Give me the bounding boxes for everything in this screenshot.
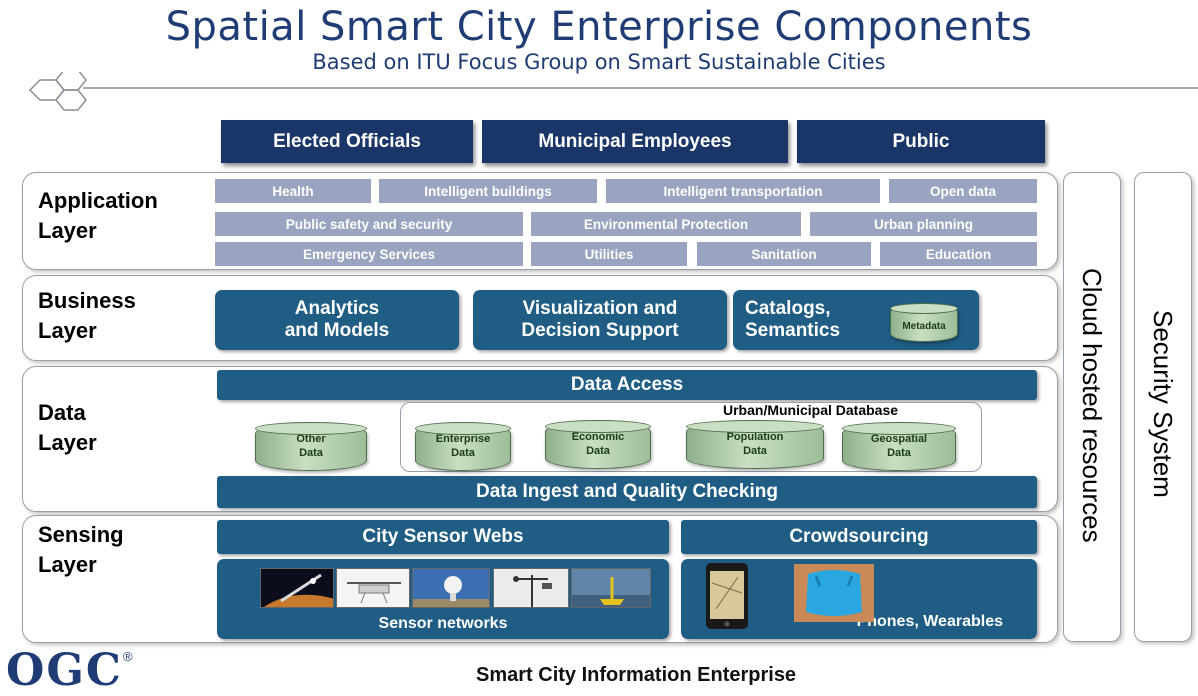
data-label-line-1: Data xyxy=(38,400,86,425)
data-layer-label: Data Layer xyxy=(38,398,97,458)
wearable-device-photo-icon xyxy=(794,564,874,622)
other-data-line-2: Data xyxy=(299,447,323,459)
data-access-bar: Data Access xyxy=(217,370,1037,400)
population-data-line-1: Population xyxy=(726,431,784,443)
enterprise-data-line-2: Data xyxy=(451,447,475,459)
catalogs-line-1: Catalogs, xyxy=(745,298,831,319)
catalogs-line-2: Semantics xyxy=(745,320,841,341)
app-open-data: Open data xyxy=(889,179,1037,203)
data-label-line-2: Layer xyxy=(38,430,97,455)
city-sensor-webs-bar: City Sensor Webs xyxy=(217,520,669,554)
sensor-networks-label: Sensor networks xyxy=(378,615,508,632)
sensing-label-line-1: Sensing xyxy=(38,522,124,547)
application-layer-label: Application Layer xyxy=(38,186,158,246)
visualization-line-1: Visualization and xyxy=(522,298,678,319)
other-data-cylinder-cap xyxy=(255,422,367,435)
business-label-line-1: Business xyxy=(38,288,136,313)
sensing-label-line-2: Layer xyxy=(38,552,97,577)
enterprise-data-line-1: Enterprise xyxy=(435,433,491,445)
weather-radar-photo-icon xyxy=(412,568,490,608)
phones-wearables-label: Phones, Wearables xyxy=(856,613,1003,630)
business-layer-label: Business Layer xyxy=(38,286,136,346)
analytics-and-models: Analytics and Models xyxy=(215,290,459,350)
stakeholder-municipal-employees: Municipal Employees xyxy=(482,120,788,163)
visualization-line-2: Decision Support xyxy=(521,320,679,341)
app-utilities: Utilities xyxy=(531,242,687,266)
page-subtitle: Based on ITU Focus Group on Smart Sustai… xyxy=(312,50,886,74)
app-sanitation: Sanitation xyxy=(697,242,871,266)
satellite-photo-icon xyxy=(260,568,334,608)
economic-data-line-1: Economic xyxy=(571,431,625,443)
urban-municipal-database-label: Urban/Municipal Database xyxy=(723,402,899,418)
visualization-decision-support: Visualization and Decision Support xyxy=(473,290,727,350)
page-title: Spatial Smart City Enterprise Components xyxy=(165,4,1033,50)
cloud-hosted-resources-box xyxy=(1063,172,1121,642)
economic-data-line-2: Data xyxy=(586,445,610,457)
data-ingest-bar: Data Ingest and Quality Checking xyxy=(217,476,1037,508)
analytics-line-1: Analytics xyxy=(294,298,380,319)
economic-data-cylinder-cap xyxy=(545,420,651,433)
geospatial-data-line-2: Data xyxy=(887,447,911,459)
smartphone-photo-icon xyxy=(706,563,748,629)
hexagon-divider-icon xyxy=(28,72,1198,111)
business-label-line-2: Layer xyxy=(38,318,97,343)
ogc-logo-text: OGC xyxy=(6,645,123,696)
geospatial-data-cylinder-cap xyxy=(842,422,956,435)
population-data-line-2: Data xyxy=(743,445,767,457)
app-education: Education xyxy=(880,242,1037,266)
geospatial-data-line-1: Geospatial xyxy=(870,433,928,445)
crowdsourcing-bar: Crowdsourcing xyxy=(681,520,1037,554)
ogc-registered-mark: ® xyxy=(122,649,133,664)
security-system-box xyxy=(1134,172,1192,642)
analytics-line-2: and Models xyxy=(284,320,390,341)
buoy-photo-icon xyxy=(571,568,651,608)
app-emergency-services: Emergency Services xyxy=(215,242,523,266)
app-environmental-protection: Environmental Protection xyxy=(531,212,801,236)
footer-caption: Smart City Information Enterprise xyxy=(476,664,797,686)
stakeholder-elected-officials: Elected Officials xyxy=(221,120,473,163)
drone-photo-icon xyxy=(336,568,410,608)
application-label-line-1: Application xyxy=(38,188,158,213)
stakeholder-public: Public xyxy=(797,120,1045,163)
app-health: Health xyxy=(215,179,371,203)
security-system-label: Security System xyxy=(1148,310,1178,498)
sensing-layer-label: Sensing Layer xyxy=(38,520,124,580)
app-urban-planning: Urban planning xyxy=(810,212,1037,236)
application-label-line-2: Layer xyxy=(38,218,97,243)
catalogs-text: Catalogs, Semantics xyxy=(745,298,840,342)
app-intelligent-transportation: Intelligent transportation xyxy=(606,179,880,203)
weather-station-photo-icon xyxy=(493,568,569,608)
app-intelligent-buildings: Intelligent buildings xyxy=(379,179,597,203)
app-public-safety: Public safety and security xyxy=(215,212,523,236)
cloud-hosted-resources-label: Cloud hosted resources xyxy=(1077,268,1107,543)
metadata-cylinder-cap xyxy=(890,303,958,314)
enterprise-data-cylinder-cap xyxy=(415,422,511,435)
ogc-logo: OGC® xyxy=(6,645,133,696)
other-data-line-1: Other xyxy=(296,433,326,445)
population-data-cylinder-cap xyxy=(686,420,824,433)
